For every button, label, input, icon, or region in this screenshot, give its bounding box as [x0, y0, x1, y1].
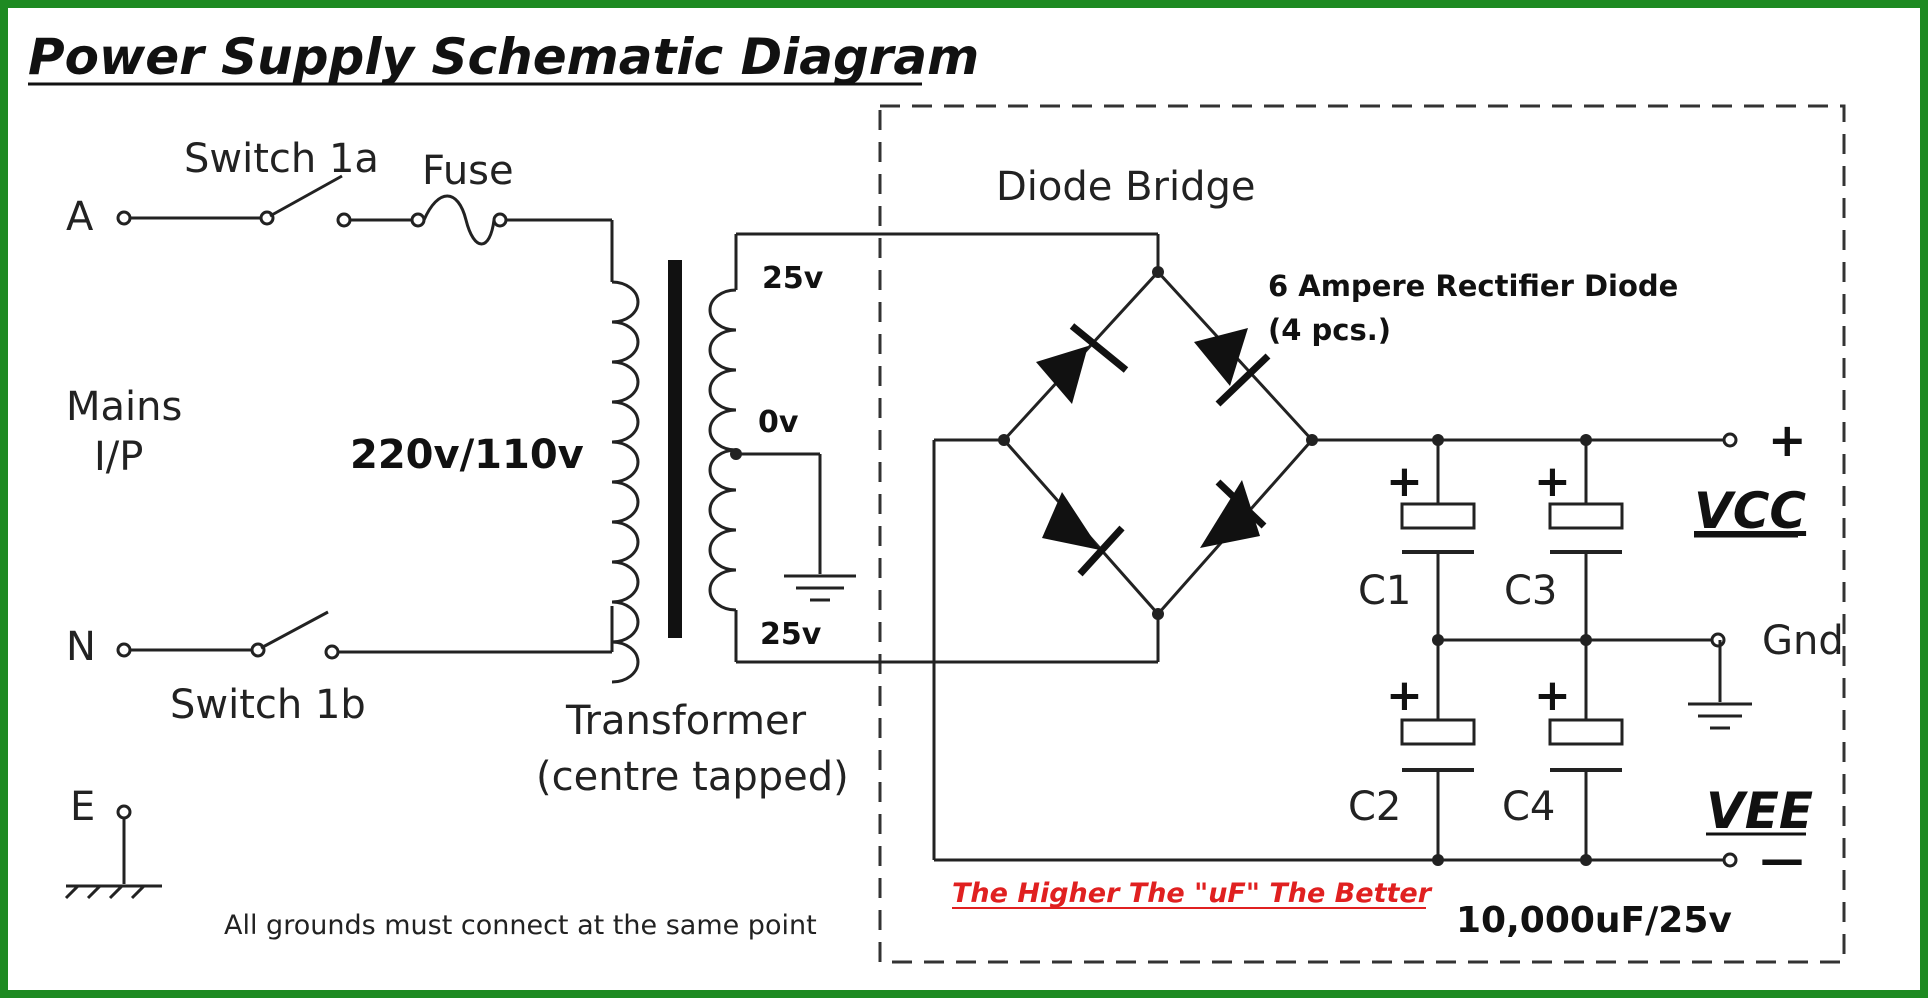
secondary-top-voltage: 25v [762, 261, 824, 296]
switch-1b-contact [324, 644, 340, 660]
transformer-type-label: (centre tapped) [536, 754, 849, 800]
mains-ip-label: I/P [94, 434, 143, 480]
schematic-svg: Power Supply Schematic Diagram A Switch … [28, 28, 1846, 964]
uf-note: The Higher The "uF" The Better [952, 878, 1433, 909]
c1-label: C1 [1358, 568, 1411, 614]
switch-1a-label: Switch 1a [184, 136, 379, 182]
fuse-right-terminal [492, 212, 508, 228]
fuse-label: Fuse [422, 148, 514, 194]
rectifier-enclosure [878, 104, 1846, 964]
diode-d4 [1200, 479, 1267, 548]
terminal-n-label: N [66, 624, 96, 670]
transformer-label: Transformer [565, 698, 807, 744]
diode-d1 [1036, 323, 1129, 404]
ground-note: All grounds must connect at the same poi… [224, 910, 817, 941]
c4-label: C4 [1502, 784, 1555, 830]
c3-label: C3 [1504, 568, 1557, 614]
bridge-outline [1001, 269, 1315, 617]
vcc-terminal [1722, 432, 1738, 448]
primary-voltage-label: 220v/110v [350, 432, 584, 478]
c3-plus: + [1534, 456, 1571, 507]
page-title: Power Supply Schematic Diagram [28, 28, 979, 86]
c1-plus: + [1386, 456, 1423, 507]
secondary-bottom-voltage: 25v [760, 617, 822, 652]
diode-bridge-label: Diode Bridge [996, 164, 1256, 210]
gnd-label: Gnd [1762, 618, 1844, 664]
switch-1b-blade [260, 610, 329, 650]
terminal-a [116, 210, 132, 226]
mains-label: Mains [66, 384, 182, 430]
switch-1a-contact [336, 212, 352, 228]
rectifier-count-label: (4 pcs.) [1268, 313, 1391, 347]
center-tap-voltage: 0v [758, 405, 799, 440]
vcc-plus: + [1768, 413, 1807, 467]
terminal-e-label: E [70, 784, 95, 830]
diode-d2 [1194, 328, 1271, 407]
c4-plus: + [1534, 670, 1571, 721]
terminal-a-label: A [66, 194, 94, 240]
diode-d3 [1042, 492, 1125, 577]
switch-1a-blade [269, 174, 343, 218]
vee-label: VEE [1706, 782, 1813, 840]
c2-plus: + [1386, 670, 1423, 721]
vee-terminal [1722, 852, 1738, 868]
vcc-label: VCC [1694, 482, 1806, 540]
gnd-terminal [1710, 632, 1726, 648]
vee-minus: — [1760, 834, 1804, 885]
rectifier-label: 6 Ampere Rectifier Diode [1268, 269, 1678, 303]
fuse-symbol [422, 194, 496, 246]
transformer-core [668, 260, 682, 638]
capacitor-c3 [1548, 440, 1624, 860]
primary-coil [611, 280, 640, 684]
diagram-canvas: Power Supply Schematic Diagram A Switch … [8, 8, 1920, 990]
capacitor-c1 [1400, 440, 1476, 860]
switch-1b-label: Switch 1b [170, 682, 366, 728]
cap-rating-label: 10,000uF/25v [1456, 900, 1732, 941]
terminal-n [116, 642, 132, 658]
c2-label: C2 [1348, 784, 1401, 830]
terminal-e [116, 804, 132, 820]
fuse-left-terminal [410, 212, 426, 228]
